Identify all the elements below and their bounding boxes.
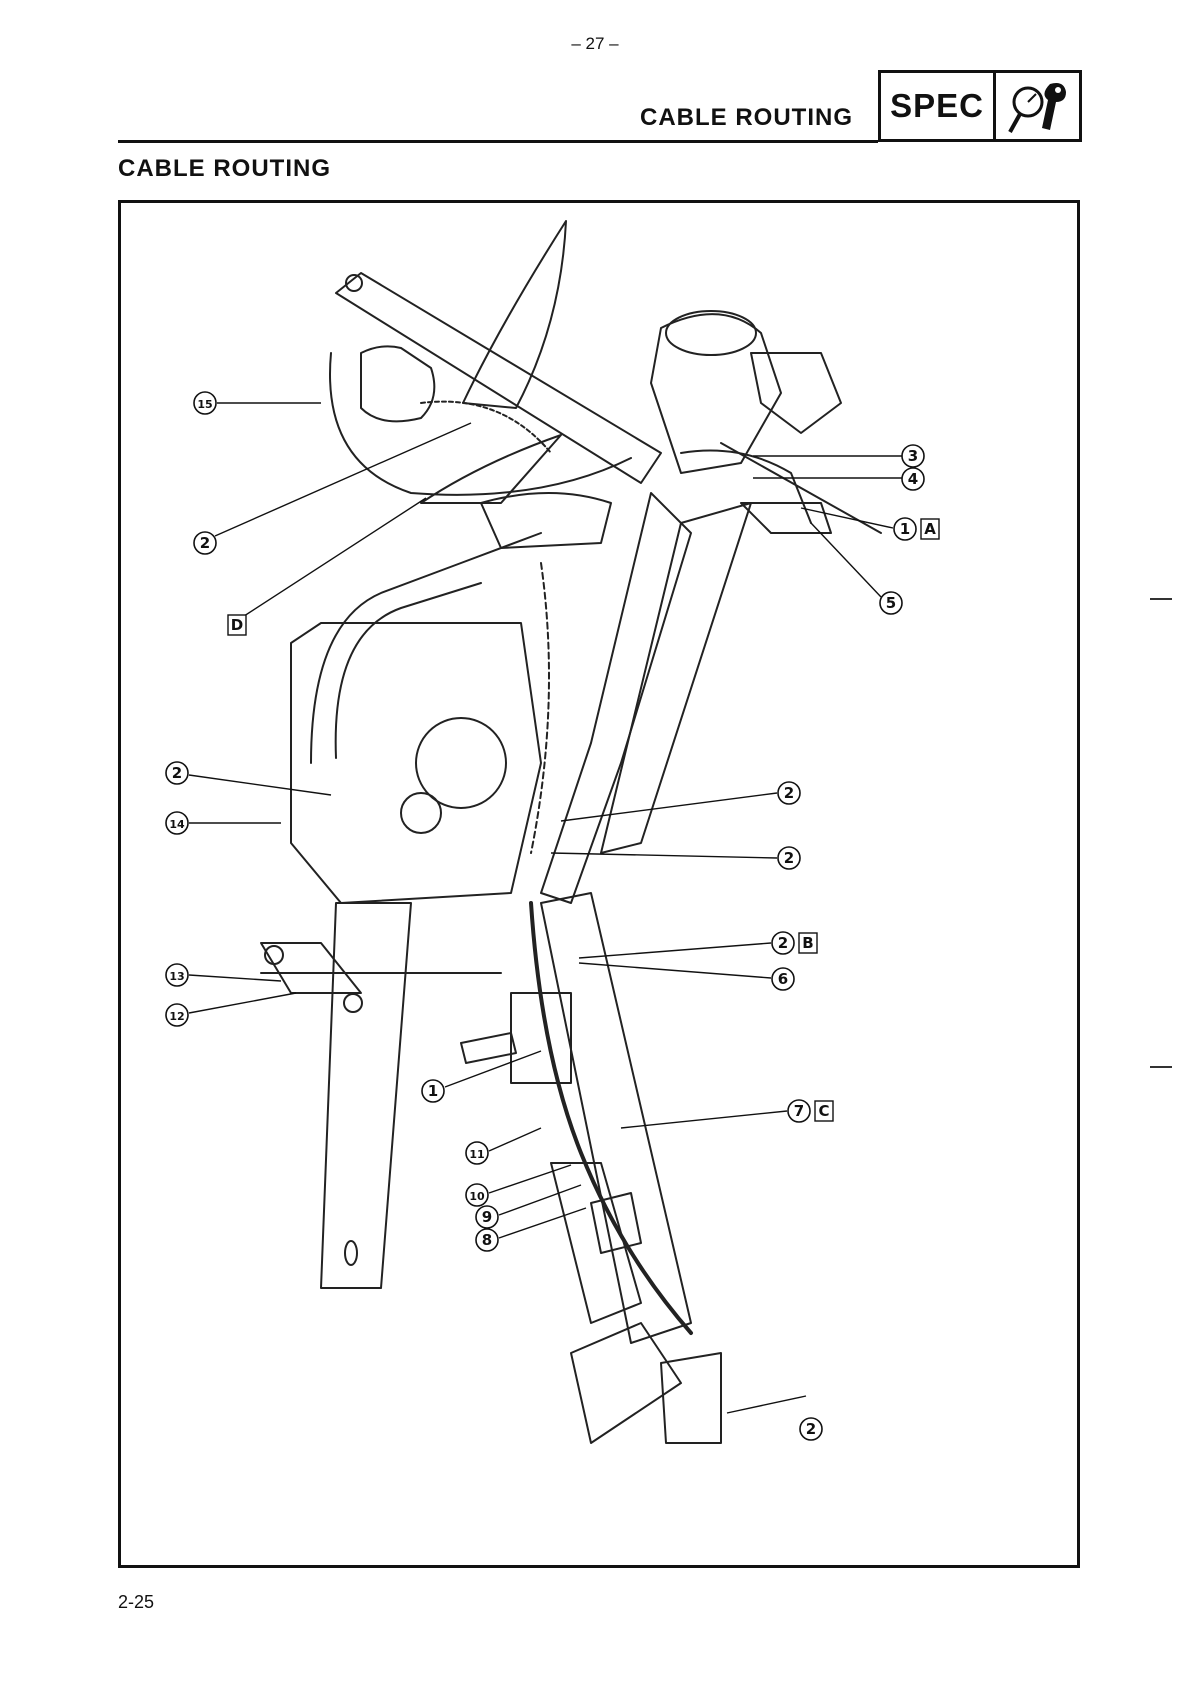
callout-label: 14	[169, 818, 185, 831]
callout-label: B	[802, 934, 813, 952]
frame-loop-inner	[336, 583, 481, 758]
gauge-wrench-icon	[996, 73, 1079, 139]
callout-label: 2	[200, 534, 210, 552]
callout-6: 6	[772, 968, 794, 990]
spec-badge-label: SPEC	[881, 73, 996, 139]
frame-down-tube	[601, 503, 751, 853]
callout-4: 4	[902, 468, 924, 490]
callout-label: D	[231, 616, 243, 634]
header-rule	[118, 140, 878, 143]
callout-label: 10	[469, 1190, 485, 1203]
engine-small-round	[401, 793, 441, 833]
callout-label: 3	[908, 447, 918, 465]
callout-2-tail: 2	[800, 1418, 822, 1440]
handlebar-cluster	[651, 314, 781, 473]
callout-label: C	[818, 1102, 829, 1120]
page-footer: 2-25	[118, 1592, 154, 1613]
callout-9: 9	[476, 1206, 498, 1228]
callout-2-front: 2	[194, 532, 216, 554]
callout-15: 15	[194, 392, 216, 414]
callout-8: 8	[476, 1229, 498, 1251]
throttle-cable	[681, 451, 811, 524]
callout-label: 7	[794, 1102, 804, 1120]
callout-label: 2	[784, 849, 794, 867]
callout-13: 13	[166, 964, 188, 986]
front-brake-cable	[330, 353, 631, 495]
section-title: CABLE ROUTING	[118, 155, 331, 183]
callout-12: 12	[166, 1004, 188, 1026]
callout-label: 12	[169, 1010, 184, 1023]
front-fender	[463, 221, 566, 408]
callout-label: 2	[778, 934, 788, 952]
callout-label: 8	[482, 1231, 492, 1249]
callout-2-mid: 2	[778, 782, 800, 804]
callout-10: 10	[466, 1184, 488, 1206]
callout-label: 11	[469, 1148, 484, 1161]
callout-label: 6	[778, 970, 788, 988]
callout-2-lower: 2	[778, 847, 800, 869]
rear-frame	[541, 893, 691, 1343]
spec-badge: SPEC	[878, 70, 1082, 142]
callout-label: 13	[169, 970, 184, 983]
callout-14: 14	[166, 812, 188, 834]
headlight-housing	[666, 311, 756, 355]
callout-label: 4	[908, 470, 918, 488]
callout-label: 2	[806, 1420, 816, 1438]
callout-5: 5	[880, 592, 902, 614]
frame-loop	[311, 533, 541, 763]
link-pivot-2	[344, 994, 362, 1012]
callout-label: 1	[900, 520, 910, 538]
handlebar-lever	[741, 503, 831, 533]
callout-label: 1	[428, 1082, 438, 1100]
page-number: – 27 –	[0, 34, 1190, 54]
callout-label: 9	[482, 1208, 492, 1226]
callout-label: 2	[172, 764, 182, 782]
fuel-tank	[481, 493, 611, 548]
frame-main-tube	[541, 493, 691, 903]
suspension-link	[261, 943, 361, 993]
margin-mark-lower	[1150, 1066, 1172, 1068]
margin-mark-upper	[1150, 598, 1172, 600]
callout-letter-D: D	[228, 615, 246, 635]
callout-2-engine: 2	[166, 762, 188, 784]
callout-11: 11	[466, 1142, 488, 1164]
brake-caliper	[361, 346, 434, 421]
cable-routing-drawing: 15 2 D 3 4 1A 5 2 14 2 2 2B 6 13 12 1 7C…	[121, 203, 1077, 1565]
header-title: CABLE ROUTING	[640, 104, 853, 132]
swingarm-slot	[345, 1241, 357, 1265]
shock-tab	[461, 1033, 516, 1063]
callout-label: 2	[784, 784, 794, 802]
callout-1-rear: 1	[422, 1080, 444, 1102]
callout-label: 15	[197, 398, 212, 411]
callout-label: 5	[886, 594, 896, 612]
callout-label: A	[924, 520, 936, 538]
fork-tube	[336, 273, 661, 483]
callout-3: 3	[902, 445, 924, 467]
